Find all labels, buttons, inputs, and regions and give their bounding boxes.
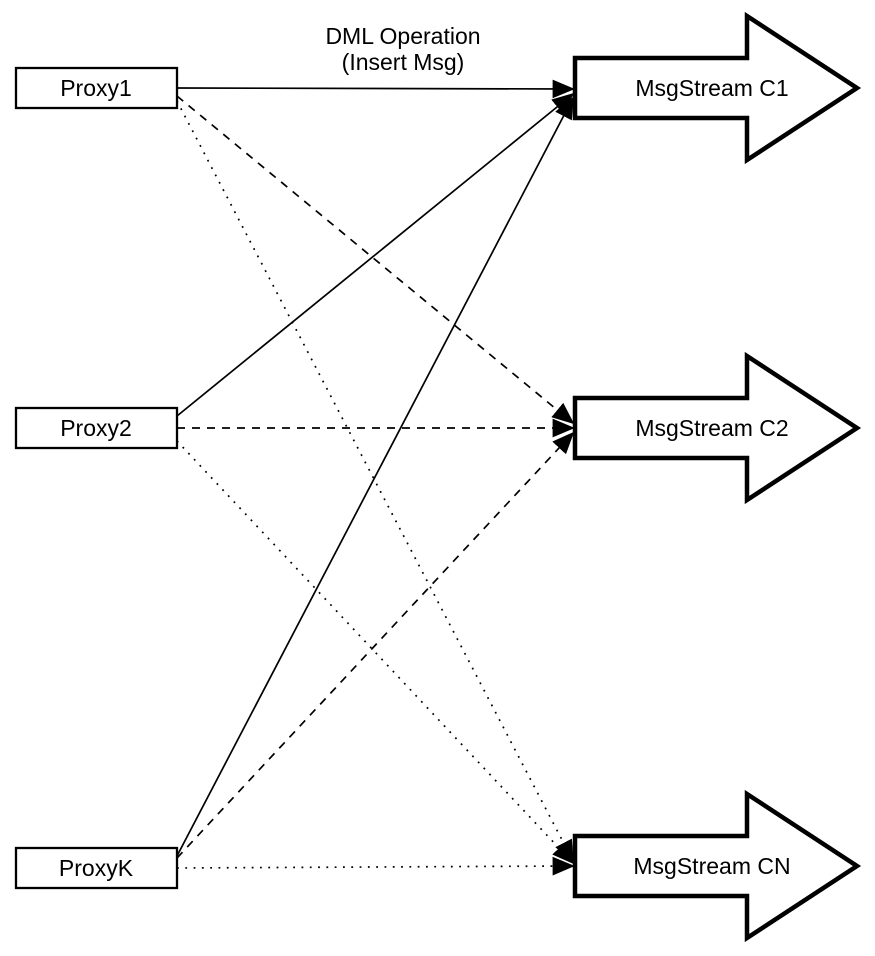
proxyk-box (14, 846, 179, 890)
node-proxy1: Proxy1 (14, 66, 179, 110)
edge-proxyk-msgstream-cn (176, 856, 575, 876)
edge-proxy1-msgstream-cn (176, 100, 574, 863)
title-line-2: (Insert Msg) (342, 49, 465, 75)
edge-proxy2-msgstream-cn (176, 440, 575, 865)
diagram-title: DML Operation (Insert Msg) (325, 23, 480, 75)
msgstream-c1-label: MsgStream C1 (635, 75, 788, 101)
proxy2-box (14, 406, 179, 450)
edge-proxyk-msgstream-c2 (176, 431, 575, 859)
proxy1-label: Proxy1 (60, 75, 132, 101)
msgstream-cn-label: MsgStream CN (633, 853, 790, 879)
msgstream-c1-arrow-shape (572, 11, 862, 165)
msgstream-c2-label: MsgStream C2 (635, 415, 788, 441)
node-msgstream-c1: MsgStream C1 (572, 11, 862, 165)
title-line-1: DML Operation (325, 23, 480, 49)
node-proxy2: Proxy2 (14, 406, 179, 450)
edges (176, 79, 575, 876)
edge-proxyk-msgstream-c1 (176, 96, 574, 857)
edge-proxy1-msgstream-c1 (176, 79, 575, 99)
edge-proxy1-msgstream-c2 (176, 95, 575, 425)
node-msgstream-c2: MsgStream C2 (572, 351, 862, 505)
proxy1-box (14, 66, 179, 110)
msgstream-c2-arrow-shape (572, 351, 862, 505)
edge-proxy2-msgstream-c1 (176, 92, 575, 417)
proxy2-label: Proxy2 (60, 415, 132, 441)
msgstream-cn-arrow-shape (572, 789, 862, 943)
node-msgstream-cn: MsgStream CN (572, 789, 862, 943)
proxyk-label: ProxyK (59, 855, 134, 881)
node-proxyk: ProxyK (14, 846, 179, 890)
